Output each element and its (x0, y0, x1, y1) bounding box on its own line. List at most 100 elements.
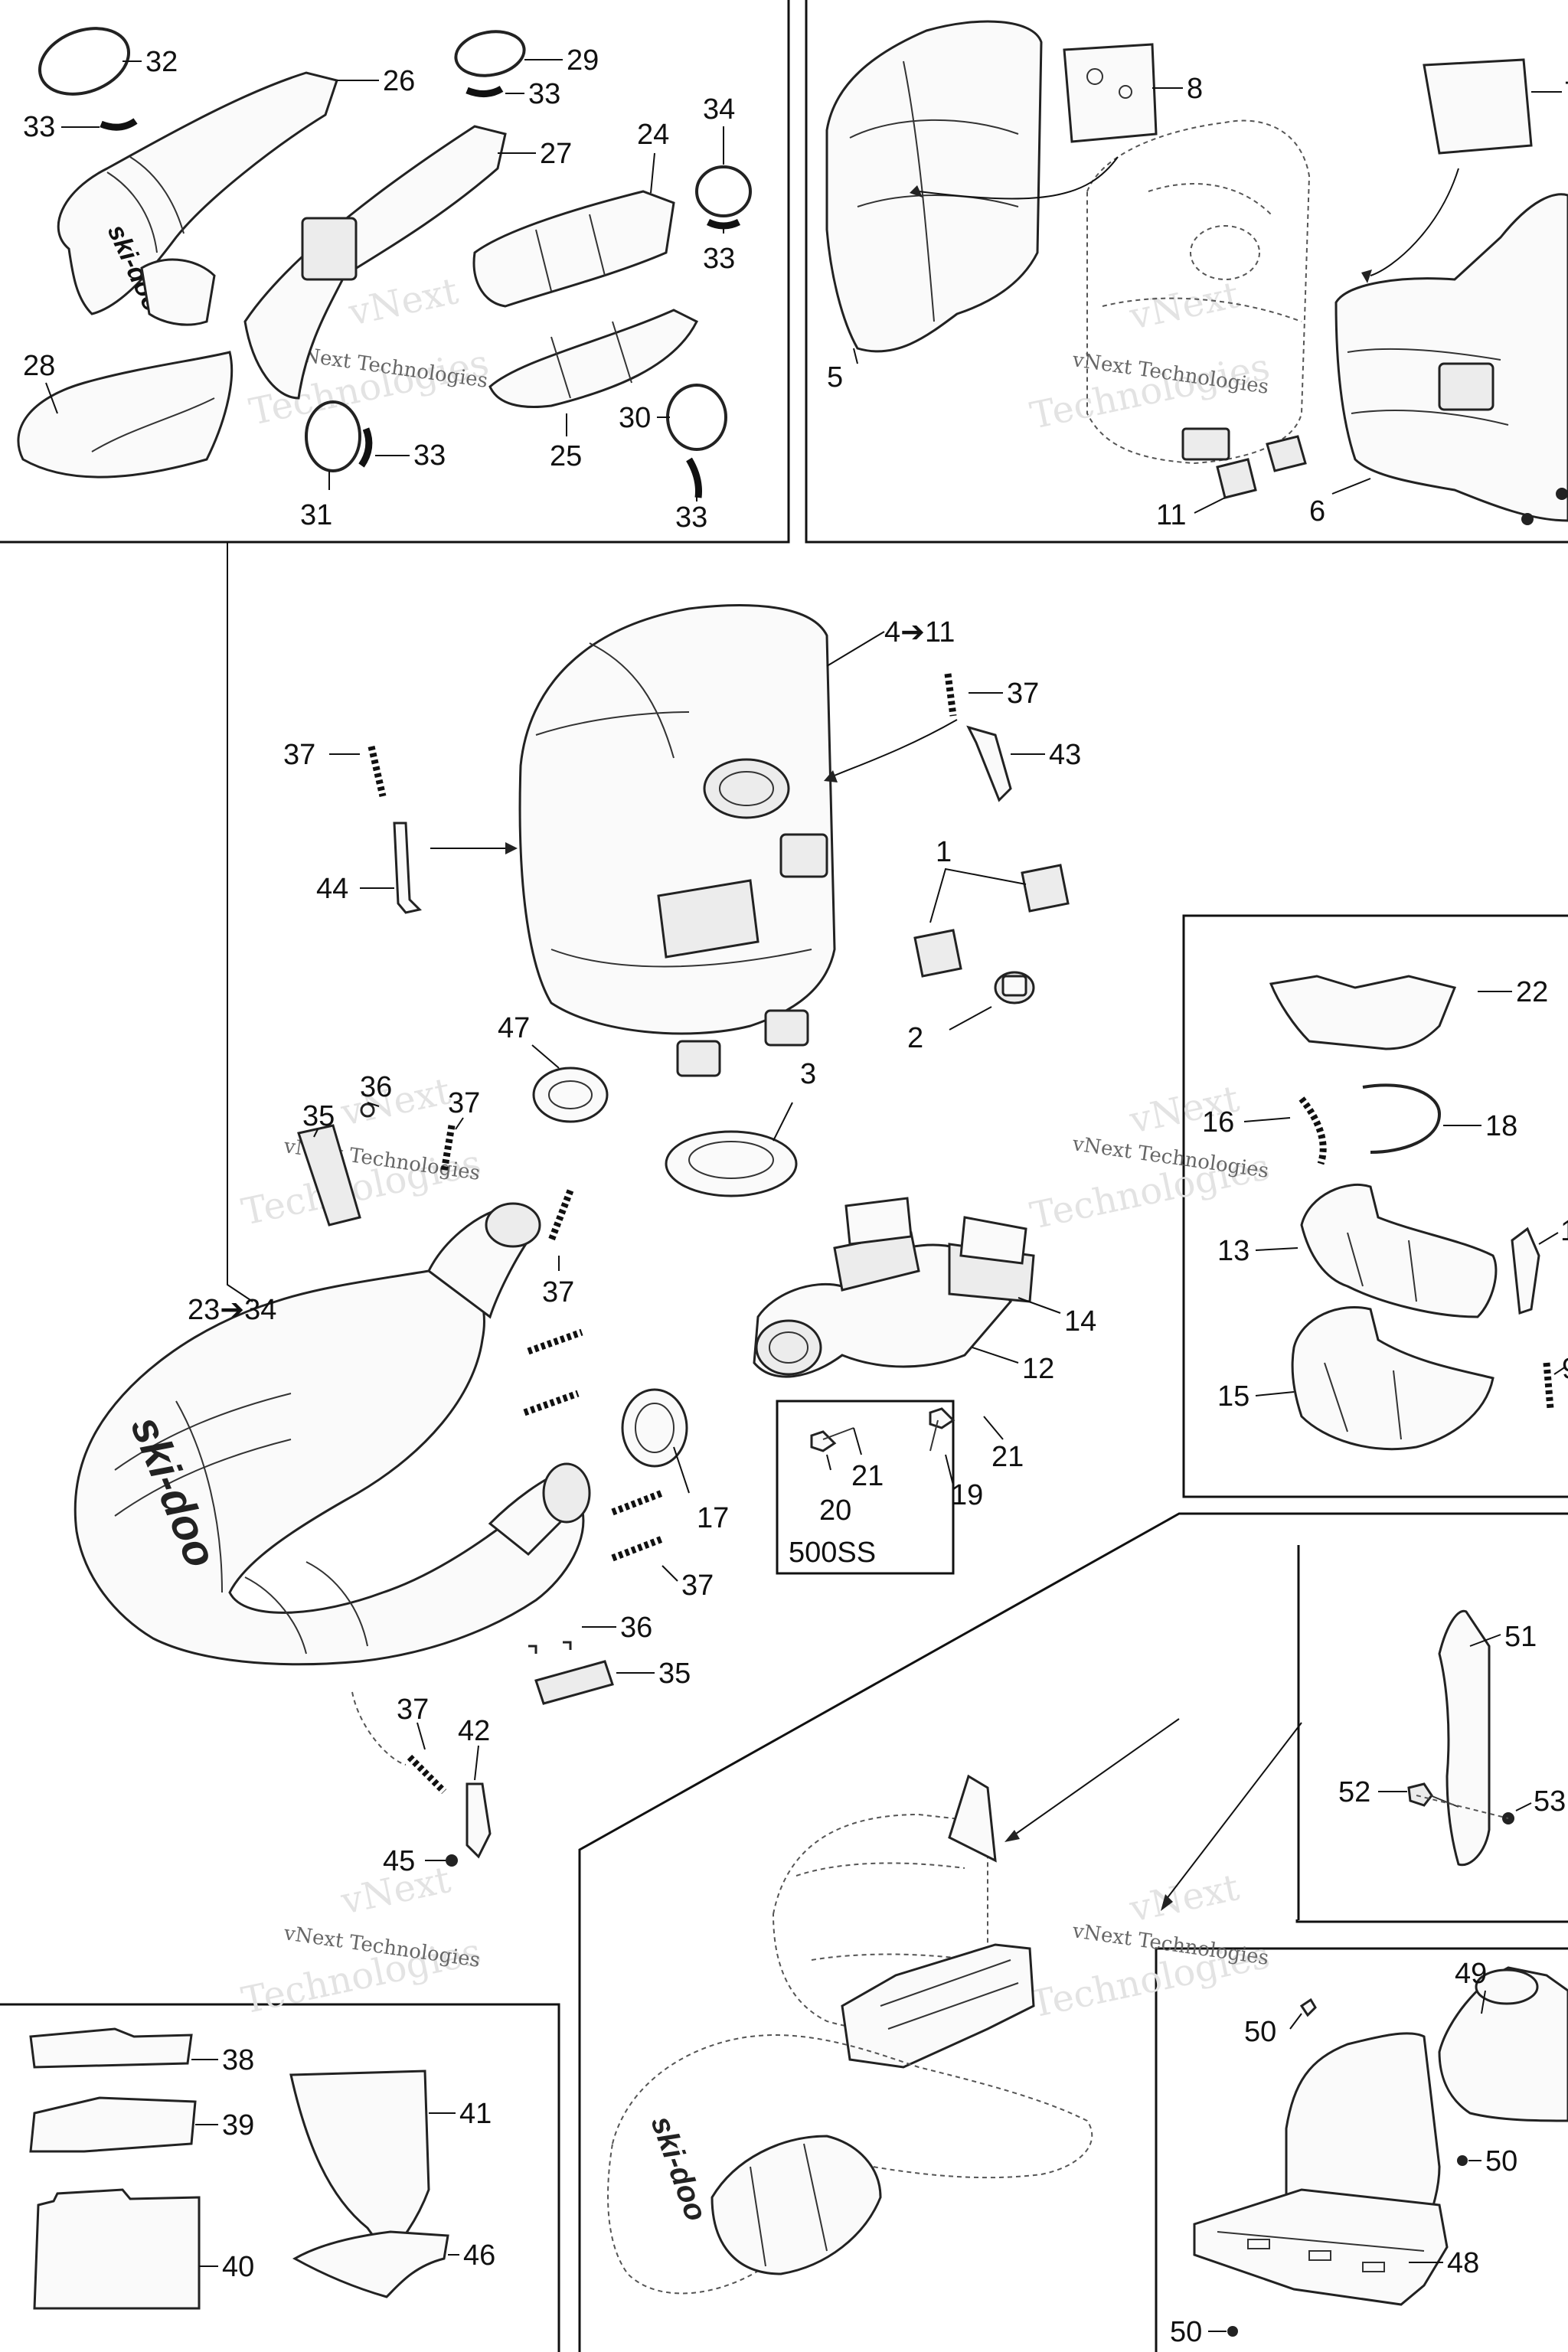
clamp-18 (1362, 1083, 1442, 1154)
panel-shield-48-labels: 49 50 50 48 50 (1170, 1958, 1517, 2348)
bracket-42 (466, 1782, 492, 1859)
installed-plate-51 (948, 1774, 997, 1863)
label-9: 9 (1562, 1353, 1568, 1385)
shield-6 (1334, 193, 1568, 522)
decal-39 (29, 2096, 197, 2153)
bolt-20 (810, 1430, 837, 1452)
label-17: 17 (697, 1502, 729, 1534)
label-12: 12 (1022, 1353, 1054, 1385)
decal-38 (29, 2027, 193, 2069)
label-14: 14 (1064, 1305, 1096, 1338)
label-11: 11 (1156, 499, 1186, 531)
label-33: 33 (413, 439, 446, 472)
spring-37 (611, 1535, 664, 1562)
watermark-line1: vNext (1125, 273, 1243, 338)
bracket-35 (534, 1660, 614, 1705)
spring-37 (547, 1189, 574, 1242)
label-28: 28 (23, 350, 55, 382)
muffler-bracket (657, 879, 760, 959)
panel-shield-48 (1193, 1966, 1568, 2337)
label-37: 37 (448, 1087, 480, 1119)
pipe-flange (485, 1202, 541, 1248)
label-47: 47 (498, 1012, 530, 1044)
plate-6 (1438, 362, 1494, 411)
label-20: 20 (819, 1494, 851, 1527)
clamp-ring-34 (695, 165, 752, 217)
label-37: 37 (1007, 678, 1039, 710)
nut-50 (1457, 2155, 1468, 2166)
bumper-1-loose (913, 929, 962, 978)
installed-shield (841, 1943, 1035, 2069)
spring-37 (611, 1489, 664, 1516)
spring-16 (1298, 1096, 1327, 1165)
spring-9 (1543, 1362, 1554, 1410)
label-19: 19 (951, 1479, 983, 1511)
clip-33 (100, 118, 138, 131)
panel-muffler-shields (825, 20, 1568, 525)
decal-40 (33, 2188, 201, 2310)
label-37: 37 (283, 739, 315, 771)
label-44: 44 (316, 873, 348, 905)
clip-33 (466, 86, 504, 97)
label-37: 37 (681, 1570, 714, 1602)
500ss-box (776, 1400, 955, 1575)
label-41: 41 (459, 2098, 492, 2130)
label-50: 50 (1244, 2016, 1276, 2048)
seal-47 (532, 1067, 609, 1123)
label-33: 33 (675, 501, 707, 534)
label-36: 36 (620, 1612, 652, 1644)
bracket-11 (1181, 427, 1230, 461)
panel-plate-51 (1407, 1609, 1514, 1867)
label-42: 42 (458, 1715, 490, 1747)
panel-pipe-guards-labels: 32 26 33 29 33 27 24 34 33 28 25 30 31 3… (23, 44, 735, 534)
label-10: 10 (1560, 1215, 1568, 1247)
guard-24 (472, 190, 675, 308)
rivet-36 (563, 1641, 572, 1650)
decal-41 (289, 2069, 430, 2257)
panel-decals (29, 2027, 449, 2310)
spring-37 (407, 1754, 447, 1795)
label-22: 22 (1516, 976, 1548, 1008)
installed-view: ski-doo (607, 1718, 1302, 2295)
shield-13 (1300, 1183, 1498, 1318)
label-49: 49 (1455, 1958, 1487, 1990)
label-15: 15 (1217, 1380, 1250, 1413)
label-35: 35 (302, 1100, 335, 1132)
muffler-outline (1086, 119, 1311, 465)
label-39: 39 (222, 2109, 254, 2141)
spring-37 (440, 1125, 456, 1172)
pipe-outlet-flange (542, 1462, 591, 1524)
clip-33 (358, 427, 373, 468)
panel-decals-labels: 38 39 41 40 46 (191, 2044, 495, 2283)
gasket-7 (1423, 58, 1533, 155)
spring-37 (523, 1390, 580, 1416)
label-24: 24 (637, 119, 669, 151)
shield-5 (825, 20, 1043, 353)
bolt-50 (1299, 1998, 1317, 2017)
installed-pipe (607, 2034, 1093, 2295)
manifold-inlet (755, 1319, 822, 1376)
label-46: 46 (463, 2239, 495, 2272)
label-52: 52 (1338, 1776, 1370, 1808)
label-6: 6 (1309, 495, 1325, 528)
guard-26 (57, 71, 338, 315)
label-1: 1 (936, 836, 952, 868)
label-18: 18 (1485, 1110, 1517, 1142)
label-45: 45 (383, 1845, 415, 1877)
label-500ss: 500SS (789, 1537, 876, 1569)
panel-muffler-shields-labels: 8 5 11 6 7 (827, 73, 1568, 531)
gasket-8 (1063, 43, 1158, 143)
label-21: 21 (851, 1460, 884, 1492)
label-51: 51 (1504, 1621, 1537, 1653)
muffler-4 (518, 604, 836, 1035)
main-muffler-assembly: ski-doo (74, 604, 1070, 1867)
label-30: 30 (619, 402, 651, 434)
label-33: 33 (703, 243, 735, 275)
label-5: 5 (827, 361, 843, 394)
label-27: 27 (540, 138, 572, 170)
label-7: 7 (1564, 77, 1568, 109)
brand-mark: ski-doo (645, 2112, 714, 2226)
bracket-27 (301, 217, 358, 281)
label-4-to-11: 4➔11 (884, 616, 955, 648)
